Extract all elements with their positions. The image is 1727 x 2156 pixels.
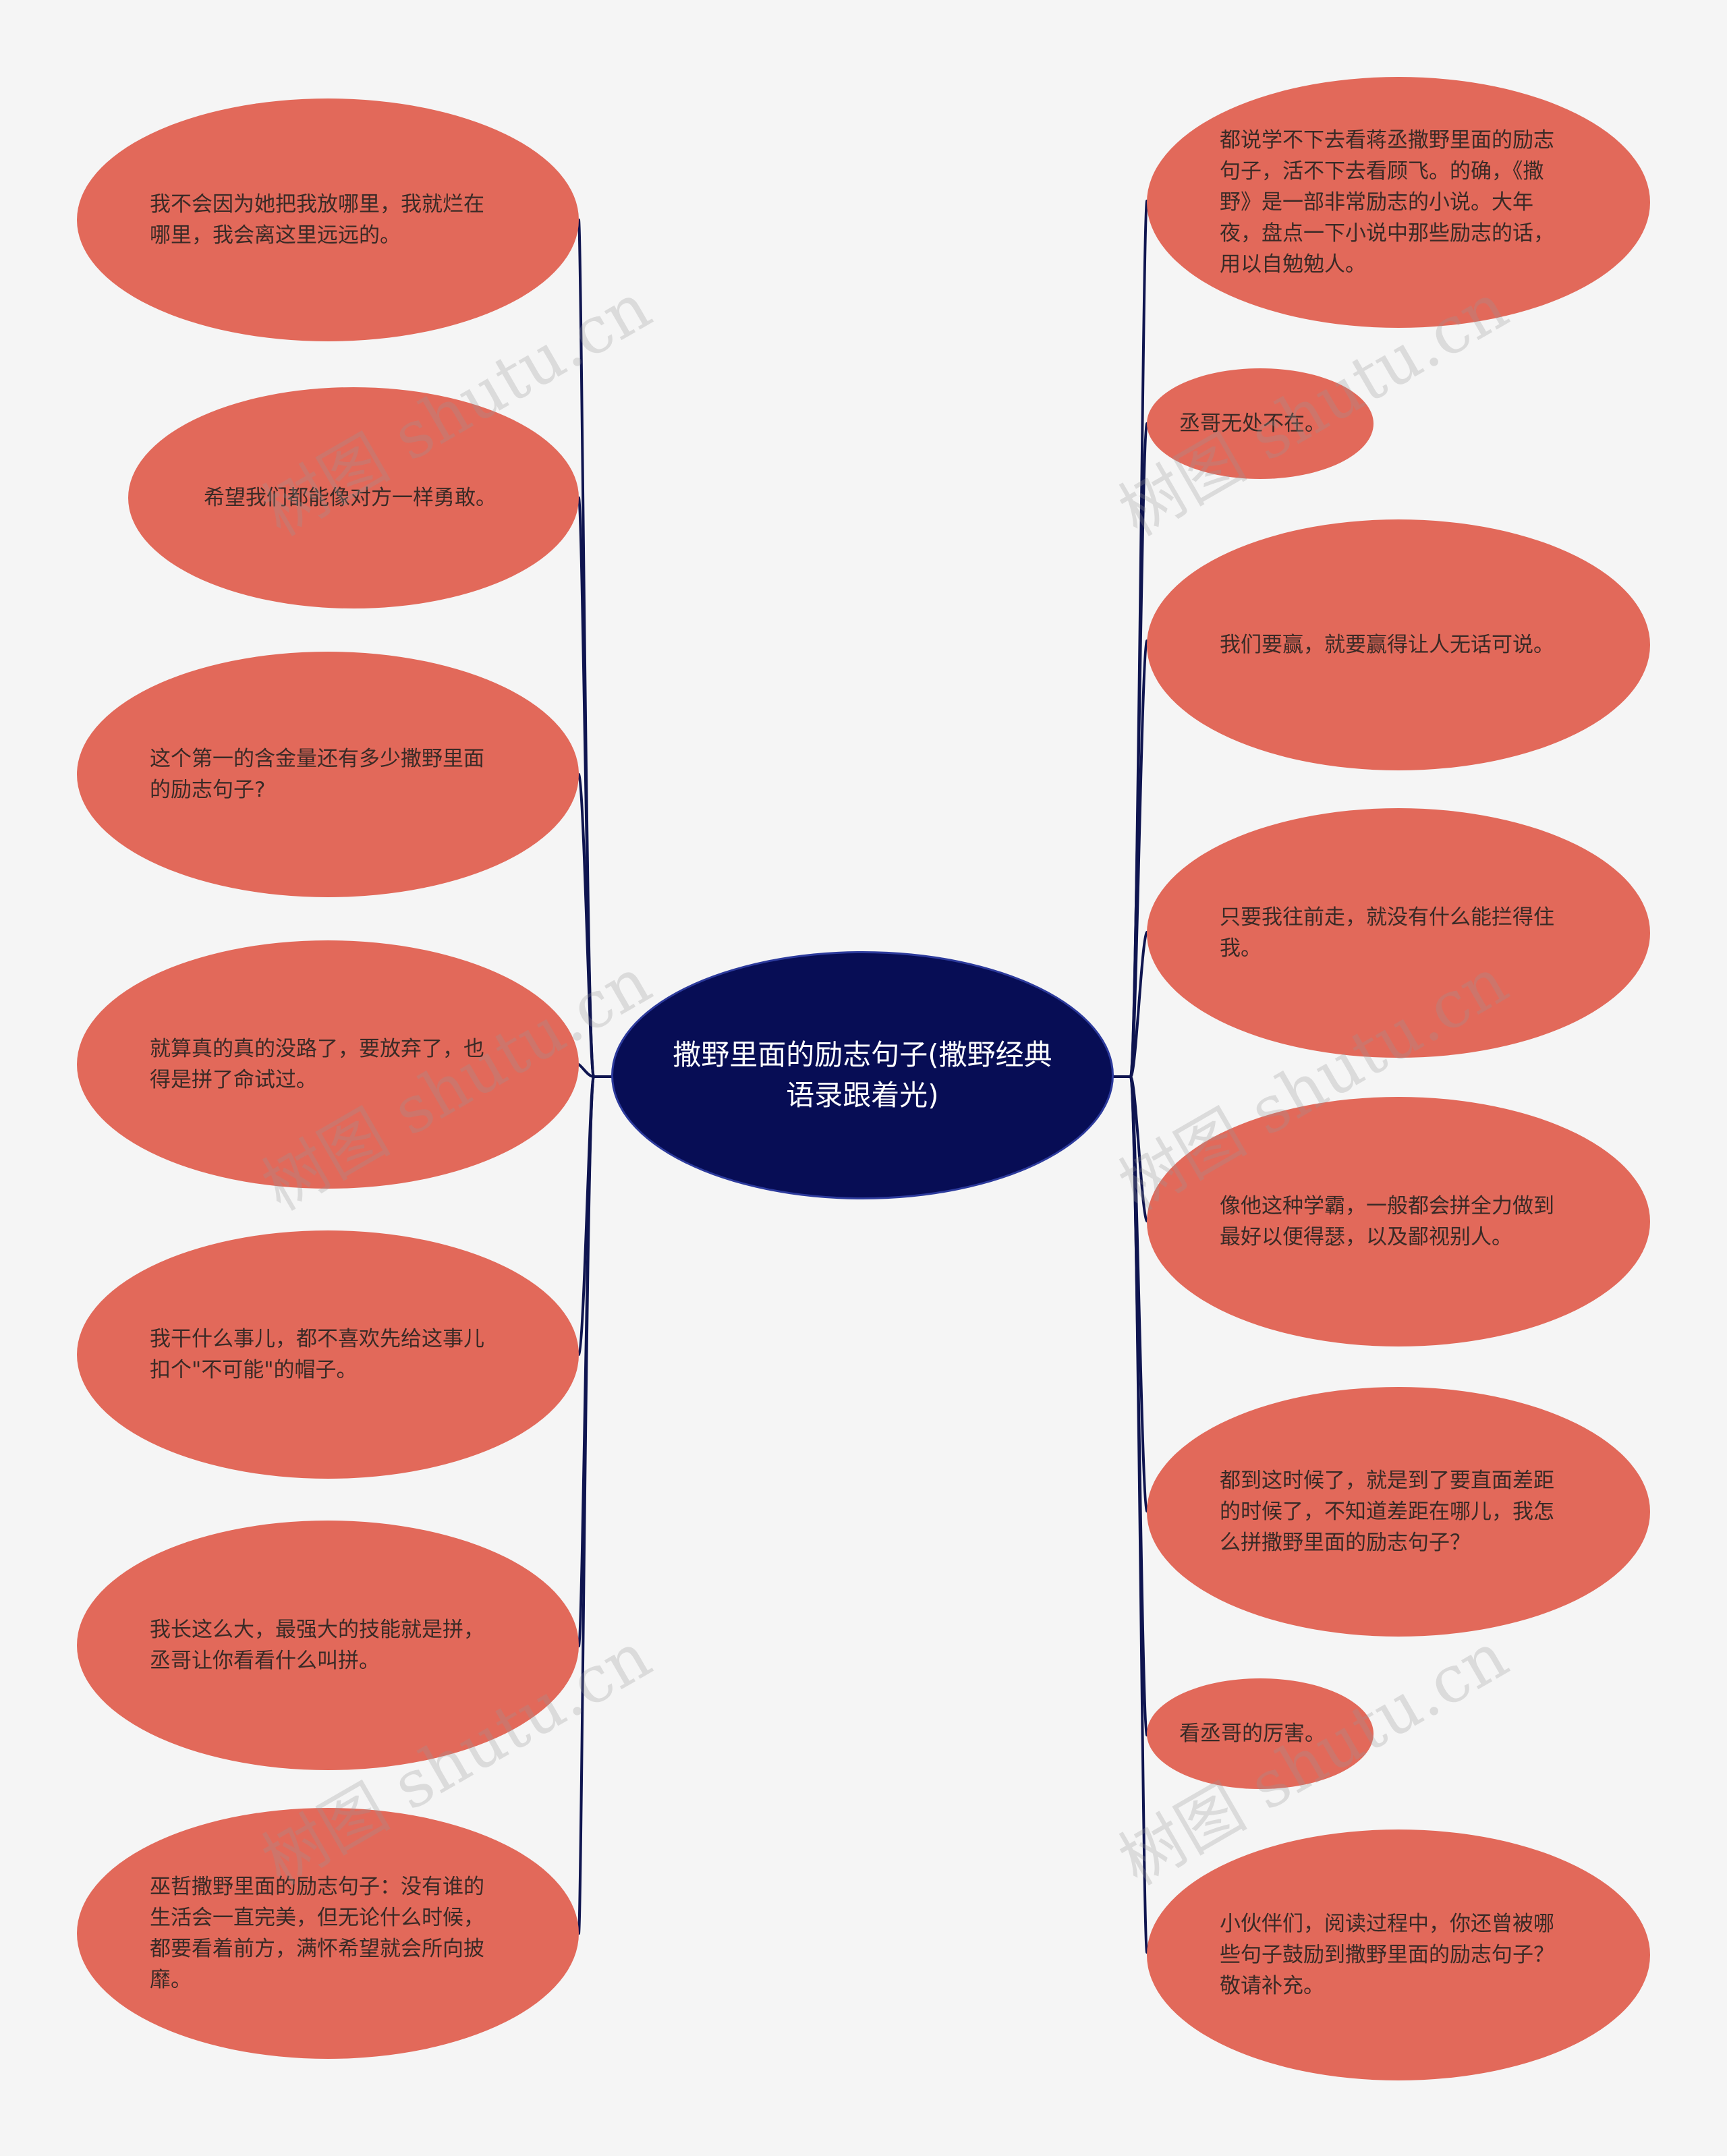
topic-text: 只要我往前走，就没有什么能拦得住我。: [1220, 905, 1554, 961]
topic-text: 这个第一的含金量还有多少撒野里面的励志句子?: [150, 747, 484, 802]
topic-text: 小伙伴们，阅读过程中，你还曾被哪些句子鼓励到撒野里面的励志句子？敬请补充。: [1220, 1912, 1554, 1998]
topic-node-right-4[interactable]: 只要我往前走，就没有什么能拦得住我。: [1147, 808, 1650, 1058]
topic-node-right-5[interactable]: 像他这种学霸，一般都会拼全力做到最好以便得瑟，以及鄙视别人。: [1147, 1097, 1650, 1346]
connector-left-4: [577, 1063, 595, 1078]
topic-text: 我们要赢，就要赢得让人无话可说。: [1220, 633, 1554, 657]
topic-node-left-2[interactable]: 希望我们都能像对方一样勇敢。: [128, 387, 579, 608]
topic-node-left-3[interactable]: 这个第一的含金量还有多少撒野里面的励志句子?: [77, 652, 579, 897]
topic-node-left-5[interactable]: 我干什么事儿，都不喜欢先给这事儿扣个"不可能"的帽子。: [77, 1230, 579, 1479]
topic-node-left-7[interactable]: 巫哲撒野里面的励志句子：没有谁的生活会一直完美，但无论什么时候，都要看着前方，满…: [77, 1808, 579, 2059]
topic-node-right-7[interactable]: 看丞哥的厉害。: [1147, 1678, 1374, 1789]
topic-node-left-1[interactable]: 我不会因为她把我放哪里，我就烂在哪里，我会离这里远远的。: [77, 98, 579, 341]
topic-text: 丞哥无处不在。: [1179, 412, 1326, 436]
central-topic[interactable]: 撒野里面的励志句子(撒野经典语录跟着光): [611, 951, 1114, 1199]
connector-right-8: [1129, 1075, 1148, 1954]
topic-node-left-4[interactable]: 就算真的真的没路了，要放弃了，也得是拼了命试过。: [77, 940, 579, 1189]
connector-right-3: [1129, 640, 1148, 1078]
topic-text: 巫哲撒野里面的励志句子：没有谁的生活会一直完美，但无论什么时候，都要看着前方，满…: [150, 1875, 484, 1992]
topic-text: 看丞哥的厉害。: [1179, 1722, 1326, 1746]
central-topic-text: 撒野里面的励志句子(撒野经典语录跟着光): [673, 1038, 1052, 1112]
topic-text: 像他这种学霸，一般都会拼全力做到最好以便得瑟，以及鄙视别人。: [1220, 1194, 1554, 1249]
topic-node-left-6[interactable]: 我长这么大，最强大的技能就是拼，丞哥让你看看什么叫拼。: [77, 1521, 579, 1770]
topic-text: 都到这时候了，就是到了要直面差距的时候了，不知道差距在哪儿，我怎么拼撒野里面的励…: [1220, 1469, 1554, 1555]
connector-right-4: [1129, 931, 1148, 1078]
topic-text: 都说学不下去看蒋丞撒野里面的励志句子，活不下去看顾飞。的确，《撒野》是一部非常励…: [1220, 128, 1554, 277]
topic-node-right-3[interactable]: 我们要赢，就要赢得让人无话可说。: [1147, 519, 1650, 770]
topic-text: 希望我们都能像对方一样勇敢。: [204, 486, 497, 510]
topic-node-right-2[interactable]: 丞哥无处不在。: [1147, 368, 1374, 479]
topic-text: 我长这么大，最强大的技能就是拼，丞哥让你看看什么叫拼。: [150, 1618, 484, 1673]
topic-node-right-8[interactable]: 小伙伴们，阅读过程中，你还曾被哪些句子鼓励到撒野里面的励志句子？敬请补充。: [1147, 1829, 1650, 2080]
connector-left-3: [577, 773, 595, 1078]
topic-node-right-6[interactable]: 都到这时候了，就是到了要直面差距的时候了，不知道差距在哪儿，我怎么拼撒野里面的励…: [1147, 1387, 1650, 1637]
connector-right-2: [1129, 422, 1148, 1078]
topic-node-right-1[interactable]: 都说学不下去看蒋丞撒野里面的励志句子，活不下去看顾飞。的确，《撒野》是一部非常励…: [1147, 77, 1650, 328]
topic-text: 我干什么事儿，都不喜欢先给这事儿扣个"不可能"的帽子。: [150, 1327, 484, 1382]
topic-text: 我不会因为她把我放哪里，我就烂在哪里，我会离这里远远的。: [150, 192, 484, 248]
topic-text: 就算真的真的没路了，要放弃了，也得是拼了命试过。: [150, 1037, 484, 1092]
connector-left-7: [577, 1075, 595, 1935]
